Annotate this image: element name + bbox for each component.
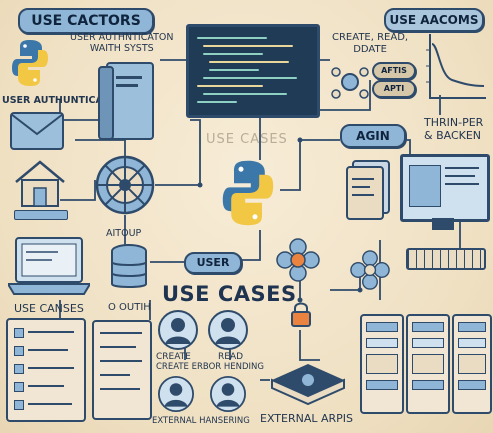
external-arpis-label: EXTERNAL ARPIS: [260, 412, 354, 425]
house-icon: [15, 160, 65, 207]
apti-small-pill: APTI: [372, 80, 416, 98]
user-auth-with-systs-label: USER AUTHNTICATON WAITH SYSTS: [70, 32, 174, 54]
use-canses-label: USE CANSES: [14, 302, 84, 315]
gear-wheel-icon: [95, 155, 155, 215]
card-1: [360, 314, 404, 414]
use-cases-title: USE CASES: [162, 282, 297, 306]
user-icon-external-2: [210, 376, 246, 412]
apti-small-label: APTI: [383, 84, 405, 93]
clipboard-icon: [346, 160, 390, 220]
external-hansering-label: EXTERNAL HANSERING: [152, 416, 250, 426]
user-pill-label: USER: [196, 256, 230, 269]
aptis-label: AFTIS: [381, 66, 407, 75]
use-cactors-pill: USE CACTORS: [18, 8, 154, 34]
code-monitor: [186, 24, 320, 118]
envelope-icon: [10, 112, 64, 150]
create-label: CREATE: [156, 352, 191, 362]
agin-pill: AGIN: [340, 124, 406, 148]
book-icon: [98, 62, 154, 140]
use-aacoms-label: USE AACOMS: [389, 13, 479, 27]
right-monitor: [400, 154, 490, 222]
user-pill: USER: [184, 252, 242, 274]
flower-icon-right: [350, 250, 390, 290]
thrin-backend-label: THRIN-PER & BACKEN: [424, 116, 484, 142]
lock-icon: [291, 302, 311, 327]
use-cases-faint-label: USE CASES: [206, 132, 288, 147]
user-icon-read: [208, 310, 248, 350]
aptis-pill: AFTIS: [372, 62, 416, 80]
user-icon-external-1: [158, 376, 194, 412]
chart-icon: [426, 34, 486, 99]
create-error-handing-label: CREATE ERBOR HENDING: [156, 362, 265, 372]
list-panel: [6, 318, 86, 422]
laptop-icon: [8, 237, 90, 295]
flower-icon: [276, 238, 320, 282]
use-aacoms-pill: USE AACOMS: [384, 8, 484, 32]
house-caption-bar: [14, 210, 68, 220]
card-2: [406, 314, 450, 414]
user-authentication-label: USER AUTHUNTICATION: [2, 95, 129, 106]
create-read-date-label: CREATE, READ, DDATE: [332, 32, 409, 55]
card-3: [452, 314, 492, 414]
agin-label: AGIN: [356, 129, 390, 143]
database-icon: [111, 244, 147, 288]
python-logo: [12, 40, 48, 86]
use-cactors-label: USE CACTORS: [31, 13, 141, 29]
read-label: READ: [218, 352, 244, 362]
gear-network-icon: [331, 67, 369, 99]
aitoup-label: AITOUP: [106, 228, 142, 239]
keyboard-icon: [406, 248, 486, 270]
o-outih-label: O OUTIH: [108, 302, 151, 313]
user-icon-create: [158, 310, 198, 350]
list-panel-2: [92, 320, 152, 420]
python-logo-center: [222, 160, 274, 226]
book-center-icon: [271, 364, 345, 406]
monitor-stand: [432, 218, 454, 230]
